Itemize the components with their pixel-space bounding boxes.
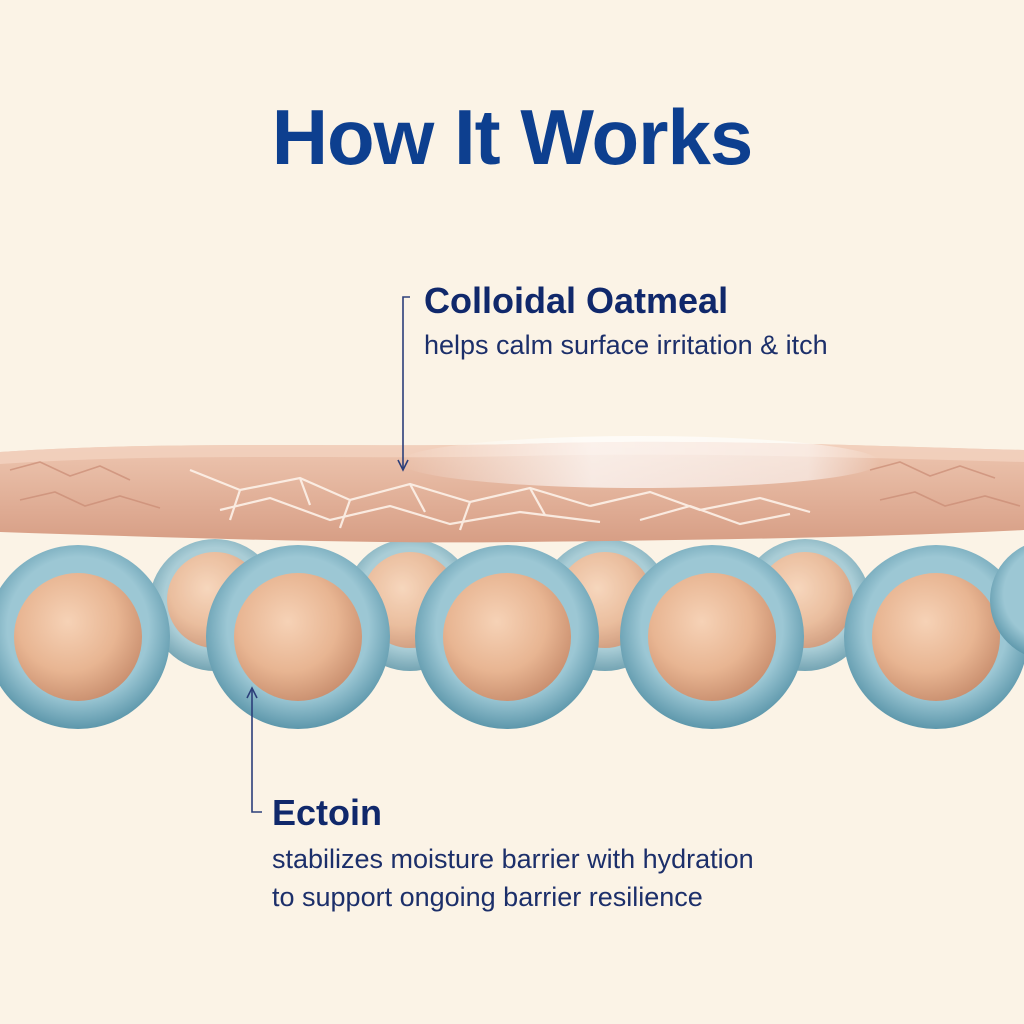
skin-surface-layer [0,436,1024,543]
pointer-line-arrow [246,686,262,813]
skin-cracks [189,468,811,531]
ectoin-title: Ectoin [272,792,383,833]
colloidal-oatmeal-title: Colloidal Oatmeal [424,280,729,321]
page-title: How It Works [271,93,754,181]
cell [0,545,170,729]
cell [990,545,1024,655]
cell [206,545,390,729]
ectoin-description-line: to support ongoing barrier resilience [272,882,703,912]
cell [844,545,1024,729]
pointer-line-arrow [397,296,410,472]
front-cell-row [0,545,1024,729]
cell [415,545,599,729]
ectoin-description: stabilizes moisture barrier with hydrati… [272,840,972,916]
colloidal-oatmeal-description: helps calm surface irritation & itch [424,330,828,360]
ectoin-description-line: stabilizes moisture barrier with hydrati… [272,844,754,874]
cell [620,545,804,729]
dry-flakes [9,461,1021,509]
oatmeal-film [400,436,880,488]
